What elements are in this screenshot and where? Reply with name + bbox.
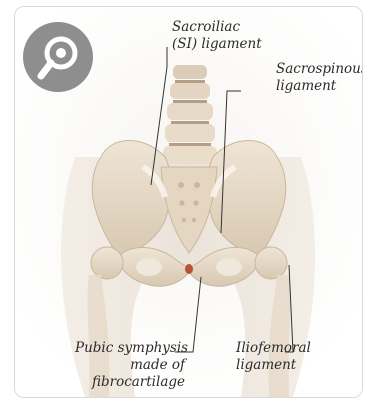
label-line: Sacroiliac [172, 19, 262, 36]
label-line: Sacrospinous [276, 61, 363, 78]
label-iliofemoral-ligament: Iliofemoral ligament [236, 340, 311, 374]
pubic-symphysis [185, 264, 193, 274]
label-line: ligament [276, 78, 363, 95]
label-sacroiliac-ligament: Sacroiliac (SI) ligament [172, 19, 262, 53]
label-line: ligament [236, 357, 311, 374]
label-line: Iliofemoral [236, 340, 311, 357]
diagram-card: Sacroiliac (SI) ligament Sacrospinous li… [14, 6, 363, 398]
label-line: fibrocartilage [75, 374, 185, 391]
label-sacrospinous-ligament: Sacrospinous ligament [276, 61, 363, 95]
magnifier-icon [23, 22, 93, 92]
label-line: made of [75, 357, 185, 374]
label-line: (SI) ligament [172, 36, 262, 53]
label-pubic-symphysis: Pubic symphysis made of fibrocartilage [75, 340, 185, 391]
magnifier-badge [23, 22, 93, 92]
label-line: Pubic symphysis [75, 340, 185, 357]
